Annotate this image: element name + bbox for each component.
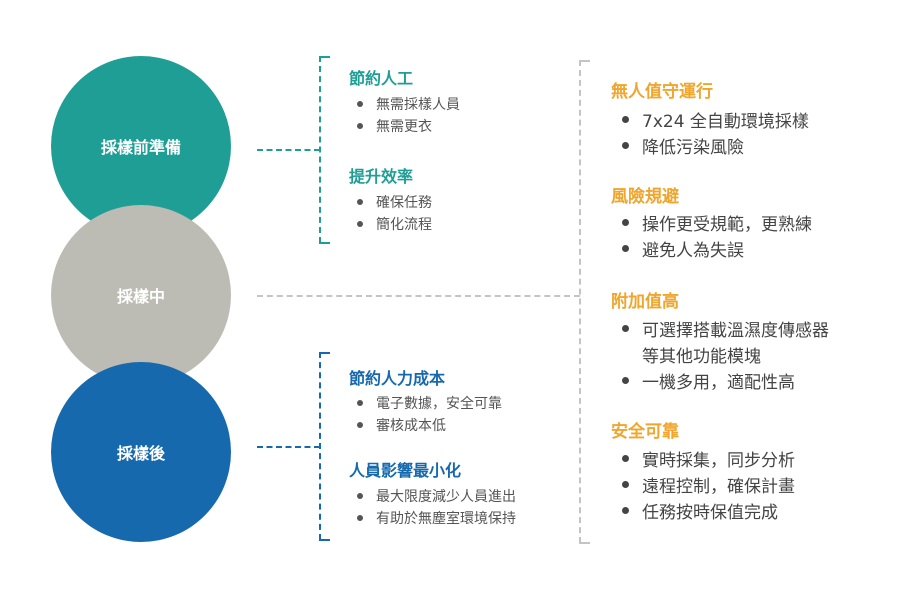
list-item: 遠程控制，確保計畫 (622, 472, 795, 497)
bullet-icon (622, 116, 629, 123)
bullet-icon (357, 123, 363, 129)
stage-after-circle: 採樣後 (51, 362, 231, 542)
bullet-icon (357, 221, 363, 227)
bracket-before-top (319, 56, 330, 58)
stage-label: 採樣前準備 (100, 138, 181, 157)
group-title: 附加值高 (611, 292, 679, 312)
stage-label: 採樣中 (116, 287, 165, 306)
item-text: 操作更受規範，更熟練 (642, 215, 812, 235)
bullet-icon (622, 507, 629, 514)
bullet-icon (622, 481, 629, 488)
list-item: 降低污染風險 (622, 133, 744, 158)
item-text: 有助於無塵室環境保持 (376, 511, 516, 527)
stage-during-circle: 採樣中 (51, 205, 231, 385)
bullet-icon (622, 325, 629, 332)
bullet-icon (357, 422, 363, 428)
bullet-icon (357, 493, 363, 499)
item-text: 無需更衣 (376, 119, 432, 135)
bracket-during-top (579, 60, 590, 62)
list-item: 7x24 全自動環境採樣 (622, 107, 809, 132)
stage-label: 採樣後 (116, 444, 165, 463)
list-item: 任務按時保值完成 (622, 498, 778, 523)
group-title: 人員影響最小化 (349, 461, 462, 480)
item-text: 7x24 全自動環境採樣 (642, 112, 809, 132)
item-text: 等其他功能模塊 (642, 347, 761, 367)
connector-during (257, 295, 580, 297)
item-text: 最大限度減少人員進出 (376, 489, 516, 505)
item-text: 確保任務 (376, 195, 432, 211)
group-title: 提升效率 (349, 167, 414, 186)
list-item: 可選擇搭載溫濕度傳感器 (622, 316, 829, 341)
item-text: 降低污染風險 (642, 138, 744, 158)
group-title: 節約人工 (349, 69, 414, 88)
list-item: 一機多用，適配性高 (622, 368, 795, 393)
list-item: 簡化流程 (357, 214, 432, 234)
list-item: 確保任務 (357, 192, 432, 212)
bracket-during-bottom (579, 542, 590, 544)
list-item: 有助於無塵室環境保持 (357, 508, 516, 528)
list-item: 電子數據，安全可靠 (357, 393, 502, 413)
list-item: 最大限度減少人員進出 (357, 486, 516, 506)
bullet-icon (622, 219, 629, 226)
bracket-during (579, 60, 581, 543)
list-item: 無需更衣 (357, 116, 432, 136)
bullet-icon (357, 101, 363, 107)
bracket-before-bottom (319, 242, 330, 244)
group-title: 節約人力成本 (349, 369, 446, 388)
connector-after (257, 446, 320, 448)
group-title: 安全可靠 (611, 422, 679, 442)
bullet-icon (622, 377, 629, 384)
bullet-icon (622, 245, 629, 252)
bullet-icon (622, 455, 629, 462)
bullet-icon (357, 199, 363, 205)
item-text: 一機多用，適配性高 (642, 373, 795, 393)
bracket-after (319, 352, 321, 540)
list-item: 實時採集，同步分析 (622, 446, 795, 471)
bullet-icon (357, 515, 363, 521)
list-item: 操作更受規範，更熟練 (622, 210, 812, 235)
item-text: 簡化流程 (376, 217, 432, 233)
bullet-icon (622, 142, 629, 149)
bracket-after-bottom (319, 539, 330, 541)
connector-before (257, 149, 320, 151)
group-title: 風險規避 (611, 187, 679, 207)
item-text: 避免人為失誤 (642, 241, 744, 261)
bullet-icon (357, 400, 363, 406)
item-text: 電子數據，安全可靠 (376, 396, 502, 412)
item-text: 無需採樣人員 (376, 97, 460, 113)
group-title: 無人值守運行 (611, 82, 713, 102)
item-text: 任務按時保值完成 (642, 503, 778, 523)
item-text: 實時採集，同步分析 (642, 451, 795, 471)
list-item: 審核成本低 (357, 415, 446, 435)
item-text: 審核成本低 (376, 418, 446, 434)
list-item: 避免人為失誤 (622, 236, 744, 261)
list-item-continuation: 等其他功能模塊 (642, 342, 761, 367)
item-text: 可選擇搭載溫濕度傳感器 (642, 321, 829, 341)
bracket-after-top (319, 352, 330, 354)
bracket-before (319, 56, 321, 243)
list-item: 無需採樣人員 (357, 94, 460, 114)
item-text: 遠程控制，確保計畫 (642, 477, 795, 497)
